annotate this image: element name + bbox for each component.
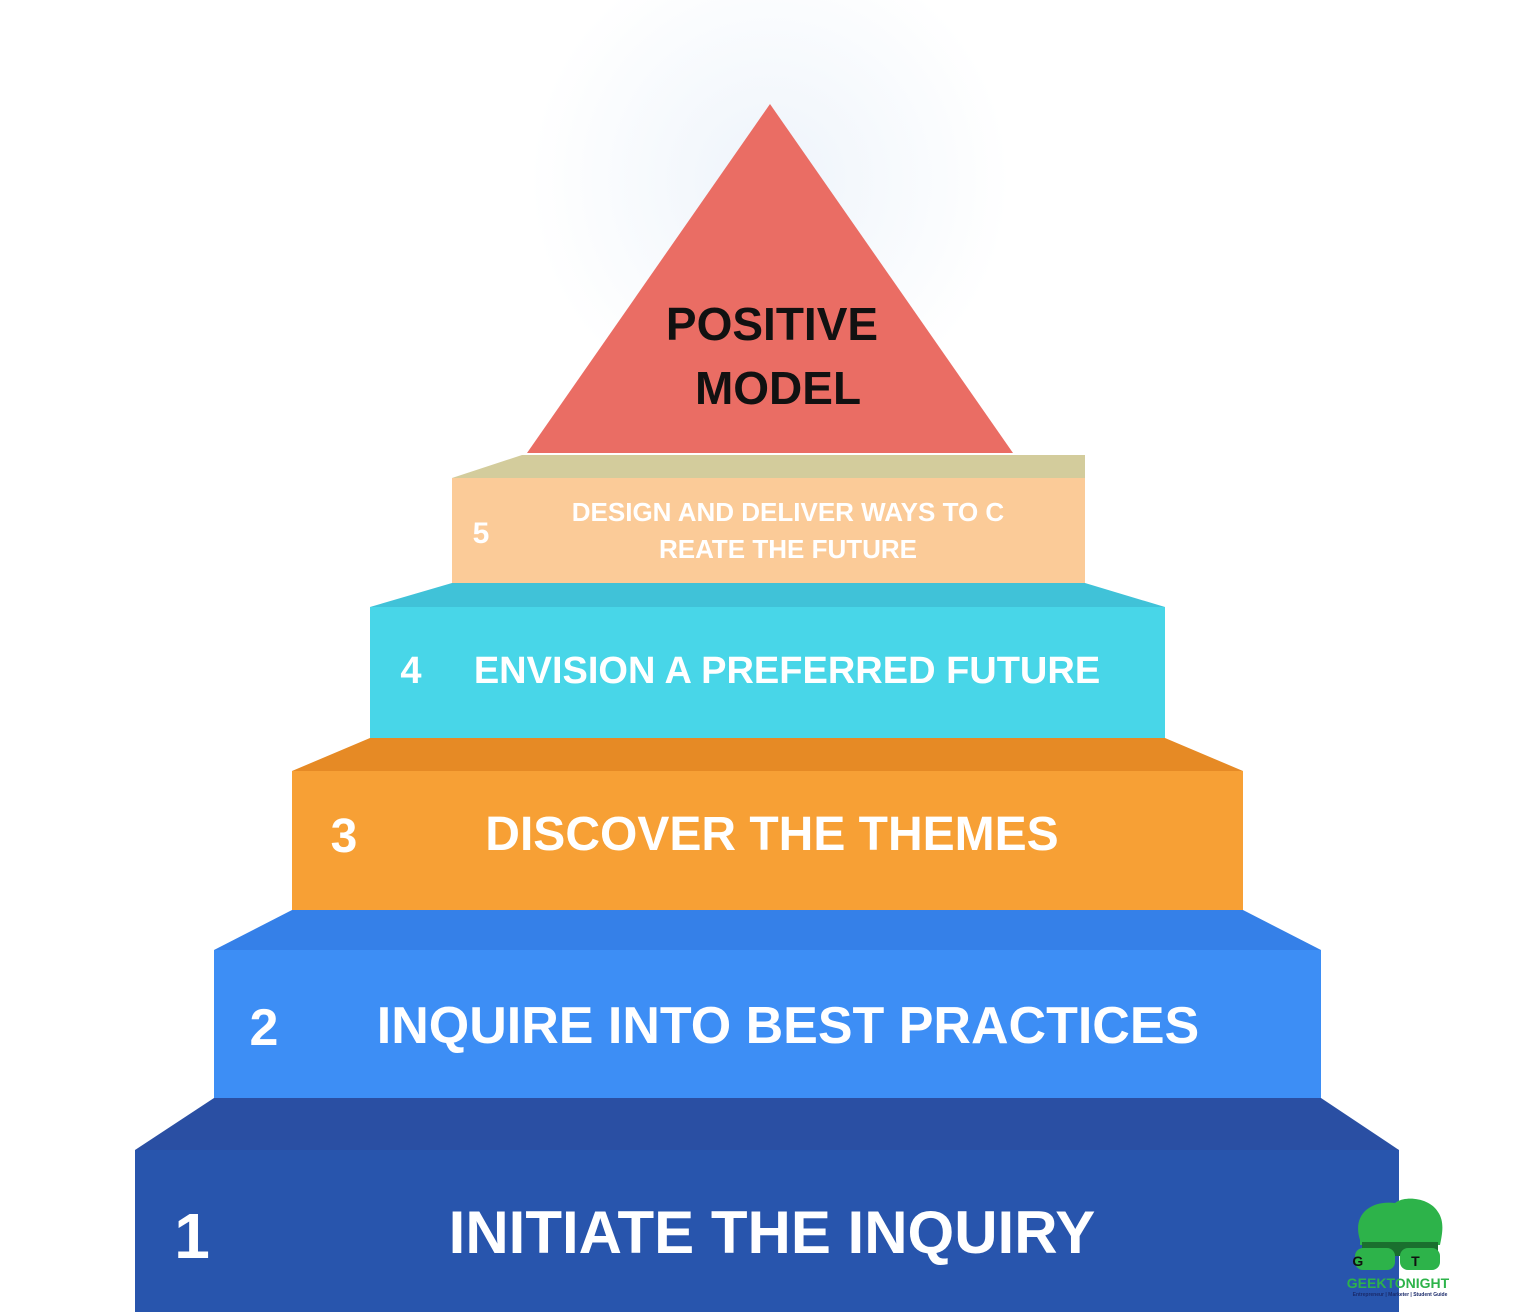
logo-glasses-left-icon bbox=[1355, 1248, 1395, 1270]
step-2-number: 2 bbox=[250, 999, 279, 1057]
step-2-front-face bbox=[214, 950, 1321, 1098]
step-5-label-line1: DESIGN AND DELIVER WAYS TO C bbox=[572, 497, 1005, 527]
step-5-top-face bbox=[452, 455, 1085, 478]
step-3-number: 3 bbox=[331, 810, 358, 863]
step-4-front-face bbox=[370, 607, 1165, 738]
step-5-number: 5 bbox=[473, 517, 490, 550]
apex-label-line1: POSITIVE bbox=[666, 298, 878, 350]
logo-tagline: Entrepreneur | Marketer | Student Guide bbox=[1353, 1292, 1448, 1298]
step-3: 3 DISCOVER THE THEMES bbox=[292, 738, 1243, 910]
step-5: 5 DESIGN AND DELIVER WAYS TO C REATE THE… bbox=[452, 455, 1085, 583]
step-3-label: DISCOVER THE THEMES bbox=[485, 808, 1058, 861]
step-1-front-face bbox=[135, 1150, 1399, 1312]
geektonight-logo: G T GEEKTONIGHT Entrepreneur | Marketer … bbox=[1347, 1198, 1450, 1298]
logo-hair-icon bbox=[1358, 1198, 1443, 1245]
step-3-front-face bbox=[292, 771, 1243, 910]
step-1-top-face bbox=[135, 1098, 1399, 1150]
apex-triangle bbox=[527, 104, 1013, 453]
step-1-label: INITIATE THE INQUIRY bbox=[449, 1199, 1096, 1266]
logo-initials: G T bbox=[1352, 1253, 1441, 1269]
step-5-label-line2: REATE THE FUTURE bbox=[659, 534, 917, 564]
logo-name: GEEKTONIGHT bbox=[1347, 1275, 1450, 1291]
step-2-top-face bbox=[214, 910, 1321, 950]
step-4-label: ENVISION A PREFERRED FUTURE bbox=[474, 650, 1100, 692]
step-3-top-face bbox=[292, 738, 1243, 771]
step-5-front-face bbox=[452, 478, 1085, 583]
logo-glasses-right-icon bbox=[1400, 1248, 1440, 1270]
step-4-number: 4 bbox=[400, 650, 421, 692]
step-4: 4 ENVISION A PREFERRED FUTURE bbox=[370, 583, 1165, 738]
step-1: 1 INITIATE THE INQUIRY bbox=[135, 1098, 1399, 1312]
step-2-label: INQUIRE INTO BEST PRACTICES bbox=[377, 997, 1199, 1055]
step-4-top-face bbox=[370, 583, 1165, 607]
apex-label-line2: MODEL bbox=[695, 362, 861, 414]
step-1-number: 1 bbox=[174, 1200, 210, 1272]
step-2: 2 INQUIRE INTO BEST PRACTICES bbox=[214, 910, 1321, 1098]
